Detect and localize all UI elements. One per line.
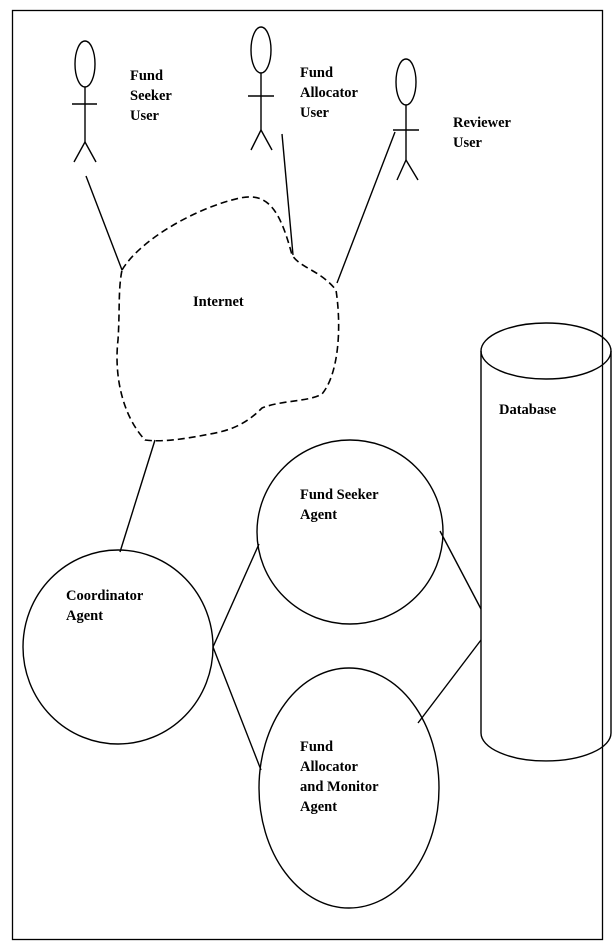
- coordinator-agent-node: [22, 549, 214, 745]
- fund-seeker-user-icon: [72, 40, 97, 163]
- reviewer-user-label: Reviewer User: [453, 115, 511, 151]
- fund-seeker-to-database-line: [439, 530, 482, 610]
- fund-allocator-to-internet-line: [281, 133, 294, 256]
- database-label: Database: [499, 402, 557, 418]
- fund-allocator-monitor-agent-node: [258, 667, 440, 909]
- actor-connector-lines: [85, 131, 396, 284]
- coordinator-to-fund-seeker-line: [212, 543, 260, 648]
- fund-seeker-agent-node: [256, 439, 444, 625]
- internet-cloud-shape: [116, 196, 340, 442]
- coordinator-agent-label: Coordinator Agent: [66, 588, 144, 624]
- fund-allocator-user-icon: [248, 26, 274, 151]
- fund-seeker-to-internet-line: [85, 175, 123, 271]
- reviewer-to-internet-line: [336, 131, 396, 284]
- database-cylinder: [480, 322, 612, 762]
- fund-allocator-monitor-agent-label: Fund Allocator and Monitor Agent: [300, 739, 379, 815]
- fund-seeker-user-label: Fund Seeker User: [130, 68, 172, 124]
- internet-label: Internet: [193, 294, 244, 310]
- fund-seeker-agent-label: Fund Seeker Agent: [300, 487, 379, 523]
- diagram-frame: [11, 9, 604, 941]
- internet-to-coordinator-line: [119, 439, 156, 553]
- agent-connector-lines: [212, 530, 482, 771]
- reviewer-user-icon: [393, 58, 419, 181]
- fund-allocator-user-label: Fund Allocator User: [300, 65, 358, 121]
- coordinator-to-fund-allocator-line: [212, 646, 262, 771]
- fund-allocator-to-database-line: [417, 639, 482, 724]
